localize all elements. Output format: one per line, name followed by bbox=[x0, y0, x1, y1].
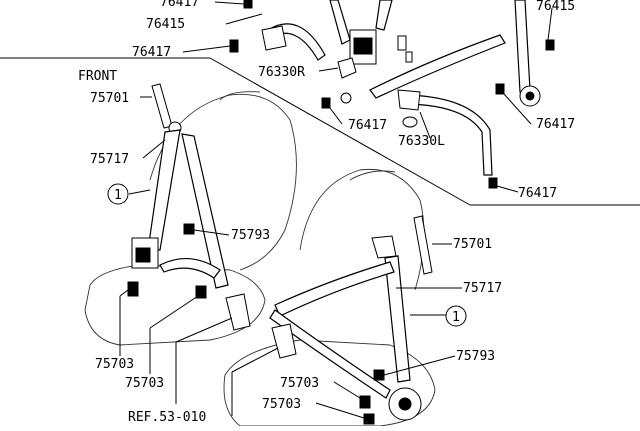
rear-bolt-76415-top bbox=[243, 0, 253, 9]
callout-1-right-text: 1 bbox=[452, 310, 460, 325]
rear-right-belt-strap bbox=[514, 0, 531, 93]
right-bolt-75703-b bbox=[363, 413, 375, 425]
left-seat-back bbox=[149, 93, 297, 271]
label-75793-left: 75793 bbox=[231, 228, 270, 243]
left-upper-anchor-75701 bbox=[151, 83, 173, 129]
rear-bolt-76417-right-b bbox=[488, 177, 498, 189]
rear-bolt-76417-right-a bbox=[495, 83, 505, 95]
right-front-belt-assembly bbox=[269, 215, 433, 425]
rear-seat-belt-assembly bbox=[0, 0, 640, 206]
right-bolt-75793 bbox=[373, 369, 385, 381]
right-d-ring bbox=[371, 235, 397, 259]
rear-center-strap-b bbox=[375, 0, 393, 31]
right-seat-cushion bbox=[223, 339, 436, 427]
label-76330r: 76330R bbox=[258, 65, 305, 80]
rear-center-strap-a bbox=[329, 0, 351, 45]
rear-bolt-76415-right bbox=[545, 39, 555, 51]
rear-anchor-bolt-r bbox=[340, 92, 352, 104]
left-buckle bbox=[225, 293, 251, 331]
left-lap-loop bbox=[159, 257, 221, 279]
label-76330l: 76330L bbox=[398, 134, 445, 149]
right-bolt-75703-a bbox=[359, 395, 371, 409]
callout-1-left-text: 1 bbox=[114, 188, 122, 203]
right-seat-headrest-line bbox=[349, 170, 396, 181]
rear-small-bolt bbox=[405, 51, 413, 63]
left-shoulder-belt bbox=[147, 129, 181, 251]
label-75703-a: 75703 bbox=[95, 357, 134, 372]
callout-1-left: 1 bbox=[107, 183, 129, 205]
left-bolt-75703-b bbox=[195, 285, 207, 299]
leader-lines bbox=[119, 1, 553, 419]
label-76417-top: 76417 bbox=[160, 0, 199, 10]
right-upper-anchor-75701 bbox=[413, 215, 433, 275]
label-76417-bracket-left: 76417 bbox=[132, 45, 171, 60]
label-76415-top-left: 76415 bbox=[146, 17, 185, 32]
label-75717-left: 75717 bbox=[90, 152, 129, 167]
label-75703-d: 75703 bbox=[262, 397, 301, 412]
right-lap-belt bbox=[269, 309, 391, 399]
label-76417-mid: 76417 bbox=[348, 118, 387, 133]
label-76415-right: 76415 bbox=[536, 0, 575, 14]
right-shoulder-belt bbox=[384, 255, 411, 383]
rear-retractor-l-anchor bbox=[402, 116, 418, 128]
label-75703-c: 75703 bbox=[280, 376, 319, 391]
left-retractor-body bbox=[135, 247, 151, 263]
label-75701-upper: 75701 bbox=[90, 91, 129, 106]
rear-lap-belt bbox=[369, 34, 506, 99]
rear-bolt-76417-mid bbox=[321, 97, 331, 109]
section-divider-diagonal bbox=[209, 57, 471, 206]
rear-bolt-76417-left bbox=[229, 39, 239, 53]
callout-1-right: 1 bbox=[445, 305, 467, 327]
label-76417-right-b: 76417 bbox=[518, 186, 557, 201]
rear-right-retractor-hub bbox=[525, 91, 535, 101]
left-bolt-75703-a bbox=[127, 281, 139, 297]
label-front: FRONT bbox=[78, 69, 117, 84]
front-seat-outlines bbox=[84, 91, 436, 427]
rear-anchor-plate-r bbox=[337, 57, 357, 79]
label-75793-right: 75793 bbox=[456, 349, 495, 364]
left-bolt-75793 bbox=[183, 223, 195, 235]
rear-retractor-l bbox=[397, 89, 421, 111]
rear-spring-part bbox=[397, 35, 407, 51]
rear-center-buckle-body bbox=[353, 37, 373, 55]
rear-right-long-belt bbox=[399, 94, 493, 176]
left-seat-cushion bbox=[84, 264, 266, 346]
label-75717-right: 75717 bbox=[463, 281, 502, 296]
label-75701-right: 75701 bbox=[453, 237, 492, 252]
label-ref-53-010: REF.53-010 bbox=[128, 410, 206, 425]
left-front-belt-assembly bbox=[127, 83, 251, 331]
label-75703-b: 75703 bbox=[125, 376, 164, 391]
right-diagonal-belt bbox=[274, 261, 395, 317]
right-retractor-hub bbox=[398, 397, 412, 411]
rear-left-anchor-bracket bbox=[261, 25, 287, 51]
left-seat-headrest-line bbox=[219, 91, 261, 101]
left-lap-belt-front bbox=[181, 133, 229, 289]
label-76417-right-a: 76417 bbox=[536, 117, 575, 132]
